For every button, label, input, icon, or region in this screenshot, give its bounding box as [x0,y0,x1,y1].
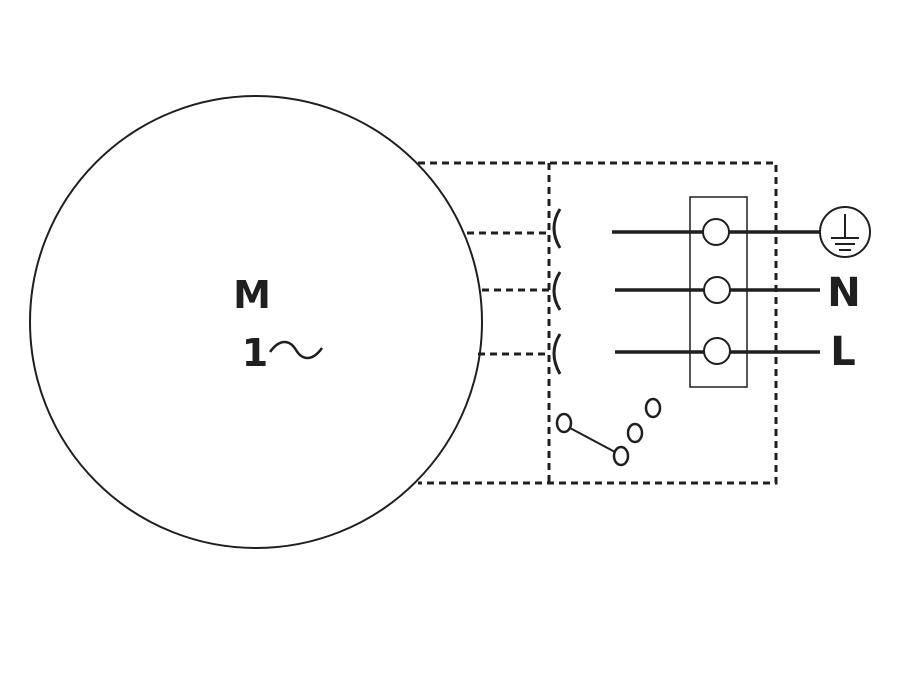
terminal-screw-neutral [703,276,731,304]
motor-phase-label: 1 [242,331,268,375]
ground-symbol-icon [819,206,871,258]
connector-bracket-3 [552,333,562,375]
connector-bracket-1 [552,208,562,249]
terminal-box-outline [418,161,778,485]
terminal-block [689,196,748,388]
neutral-label: N [827,270,860,316]
terminal-screw-earth [702,218,730,246]
terminal-screw-line [703,337,731,365]
line-label: L [830,329,856,375]
tilde-icon [268,340,324,360]
motor-symbol: M [233,273,271,317]
motor-circle [29,95,483,549]
speed-selector-switch-icon [555,397,662,467]
connector-bracket-2 [552,271,562,311]
